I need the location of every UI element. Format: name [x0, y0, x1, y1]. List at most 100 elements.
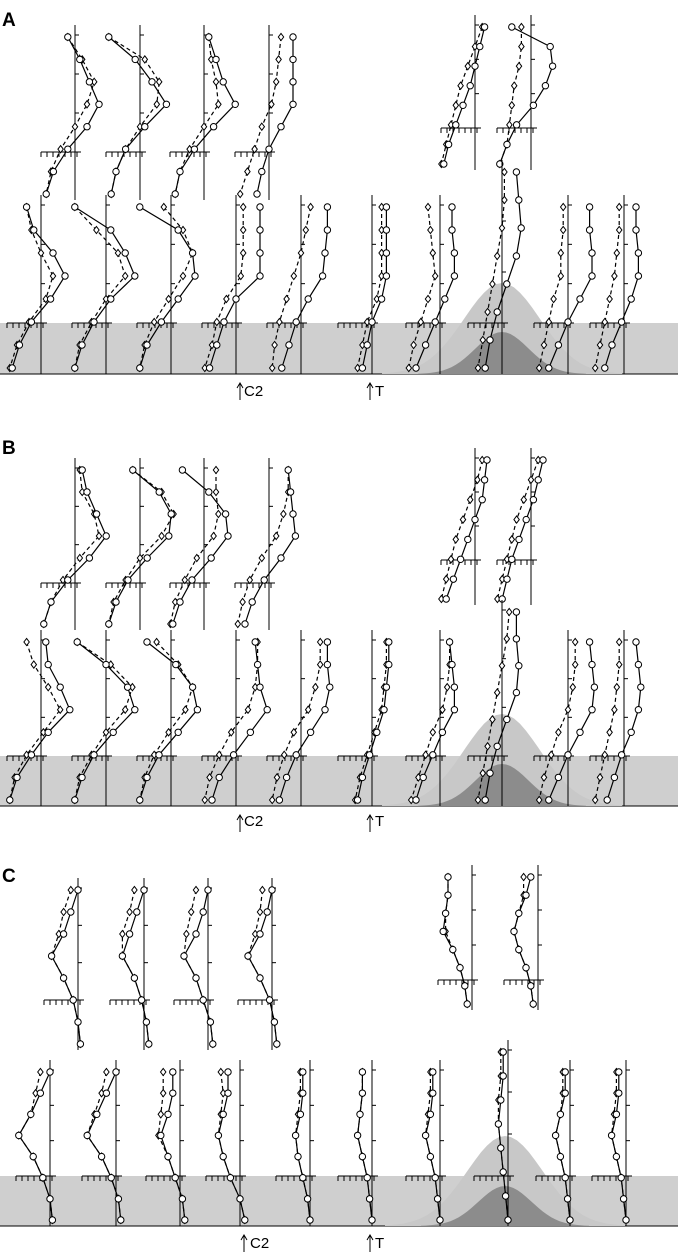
- lower-profile-circle-point: [275, 796, 284, 804]
- lower-profile-diamond-point: [410, 340, 417, 350]
- upper-profile-circle-point: [192, 974, 200, 982]
- upper-right-profile-diamond-point: [513, 515, 520, 525]
- lower-profile-diamond-point: [290, 727, 298, 737]
- upper-right-profile-circle-point: [515, 909, 523, 917]
- lower-profile-solid-line: [139, 641, 199, 801]
- lower-profile-circle-point: [385, 660, 393, 669]
- upper-right-profile-circle-point: [440, 160, 448, 168]
- lower-profile-diamond-point: [150, 317, 158, 327]
- lower-profile-diamond-point: [550, 294, 557, 304]
- upper-profile-circle-point: [118, 952, 127, 960]
- upper-profile-circle-point: [205, 488, 213, 496]
- lower-profile-diamond-point: [601, 317, 609, 327]
- upper-profile-diamond-point: [215, 509, 222, 519]
- upper-profile-circle-point: [145, 1040, 153, 1048]
- upper-profile-solid-line: [174, 36, 236, 195]
- lower-profile-circle-point: [73, 638, 81, 646]
- upper-right-profile-diamond-point: [459, 515, 467, 525]
- lower-profile-circle-point: [494, 1120, 503, 1128]
- lower-profile-diamond-point: [429, 727, 437, 737]
- lower-profile-circle-point: [545, 364, 553, 372]
- upper-right-profile-circle-point: [459, 101, 467, 109]
- lower-profile-diamond-point: [547, 750, 555, 760]
- lower-profile-circle-point: [634, 272, 643, 280]
- lower-profile-circle-point: [634, 660, 643, 669]
- lower-profile-circle-point: [219, 1152, 227, 1161]
- lower-profile-solid-line: [281, 207, 328, 369]
- upper-profile-dashed-line: [169, 470, 220, 625]
- lower-profile-diamond-point: [227, 727, 235, 737]
- lower-profile-solid-line: [415, 641, 455, 801]
- lower-profile-circle-point: [174, 295, 182, 303]
- lower-profile-circle-point: [321, 249, 329, 257]
- lower-profile-solid-line: [484, 612, 520, 801]
- upper-profile-circle-point: [124, 576, 132, 584]
- upper-right-profile-diamond-point: [464, 61, 472, 71]
- lower-profile-diamond-point: [153, 637, 160, 647]
- lower-profile-circle-point: [603, 796, 611, 804]
- upper-profile-circle-point: [263, 908, 271, 916]
- lower-profile-diamond-point: [114, 248, 122, 258]
- upper-profile-diamond-point: [272, 531, 280, 541]
- lower-profile-circle-point: [512, 168, 521, 176]
- lower-profile-solid-line: [415, 207, 455, 369]
- lower-profile-diamond-point: [443, 682, 451, 692]
- lower-profile-circle-point: [6, 796, 14, 804]
- upper-profile-circle-point: [69, 996, 77, 1004]
- upper-profile-circle-point: [192, 930, 200, 938]
- lower-profile-circle-point: [303, 1195, 312, 1203]
- lower-profile-circle-point: [8, 364, 16, 372]
- lower-profile-circle-point: [363, 341, 371, 349]
- upper-profile-circle-point: [171, 190, 179, 198]
- upper-profile-circle-point: [76, 1040, 85, 1048]
- upper-profile-circle-point: [219, 78, 227, 86]
- lower-profile-circle-point: [27, 751, 36, 759]
- upper-profile-circle-point: [112, 598, 120, 606]
- upper-right-profile-diamond-point: [518, 42, 525, 52]
- lower-profile-diamond-point: [213, 317, 221, 327]
- marker-t-label-a: T: [375, 383, 384, 400]
- lower-profile-circle-point: [517, 224, 525, 232]
- lower-profile-circle-point: [157, 318, 166, 326]
- lower-profile-circle-point: [121, 249, 129, 257]
- lower-profile-circle-point: [441, 295, 449, 303]
- lower-profile-circle-point: [39, 1174, 47, 1182]
- lower-profile-diamond-point: [484, 307, 491, 317]
- lower-profile-circle-point: [246, 728, 255, 736]
- lower-profile-circle-point: [551, 1131, 560, 1140]
- lower-profile-circle-point: [564, 318, 572, 326]
- lower-profile-circle-point: [450, 249, 459, 257]
- upper-right-profile-circle-point: [441, 909, 450, 917]
- upper-profile-circle-point: [169, 620, 177, 628]
- lower-profile-circle-point: [486, 336, 494, 344]
- lower-profile-solid-line: [211, 641, 268, 801]
- lower-profile-circle-point: [377, 295, 386, 303]
- upper-profile-circle-point: [102, 532, 110, 540]
- upper-profile-circle-point: [256, 974, 264, 982]
- upper-profile-diamond-point: [193, 553, 201, 563]
- lower-profile-diamond-point: [206, 772, 213, 782]
- lower-profile-solid-line: [361, 207, 387, 369]
- upper-profile-circle-point: [67, 908, 75, 916]
- lower-profile-dashed-line: [74, 641, 134, 801]
- lower-profile-diamond-point: [439, 705, 446, 715]
- lower-profile-circle-point: [637, 683, 645, 691]
- upper-profile-diamond-point: [236, 189, 244, 199]
- upper-right-profile-circle-point: [444, 891, 452, 899]
- upper-right-profile-circle-point: [539, 456, 547, 464]
- lower-profile-diamond-point: [596, 340, 604, 350]
- lower-profile-circle-point: [512, 635, 521, 643]
- lower-profile-circle-point: [178, 1195, 187, 1203]
- profiles: [15, 865, 632, 1226]
- upper-profile-solid-line: [247, 889, 278, 1045]
- lower-profile-circle-point: [515, 196, 523, 204]
- lower-profile-circle-point: [188, 683, 197, 691]
- lower-profile-circle-point: [382, 272, 391, 280]
- lower-profile-diamond-point: [273, 772, 281, 782]
- upper-profile-circle-point: [47, 598, 55, 606]
- lower-profile-diamond-point: [489, 279, 496, 289]
- lower-profile-circle-point: [299, 1174, 307, 1182]
- lower-profile-diamond-point: [304, 705, 312, 715]
- lower-profile-circle-point: [193, 706, 202, 714]
